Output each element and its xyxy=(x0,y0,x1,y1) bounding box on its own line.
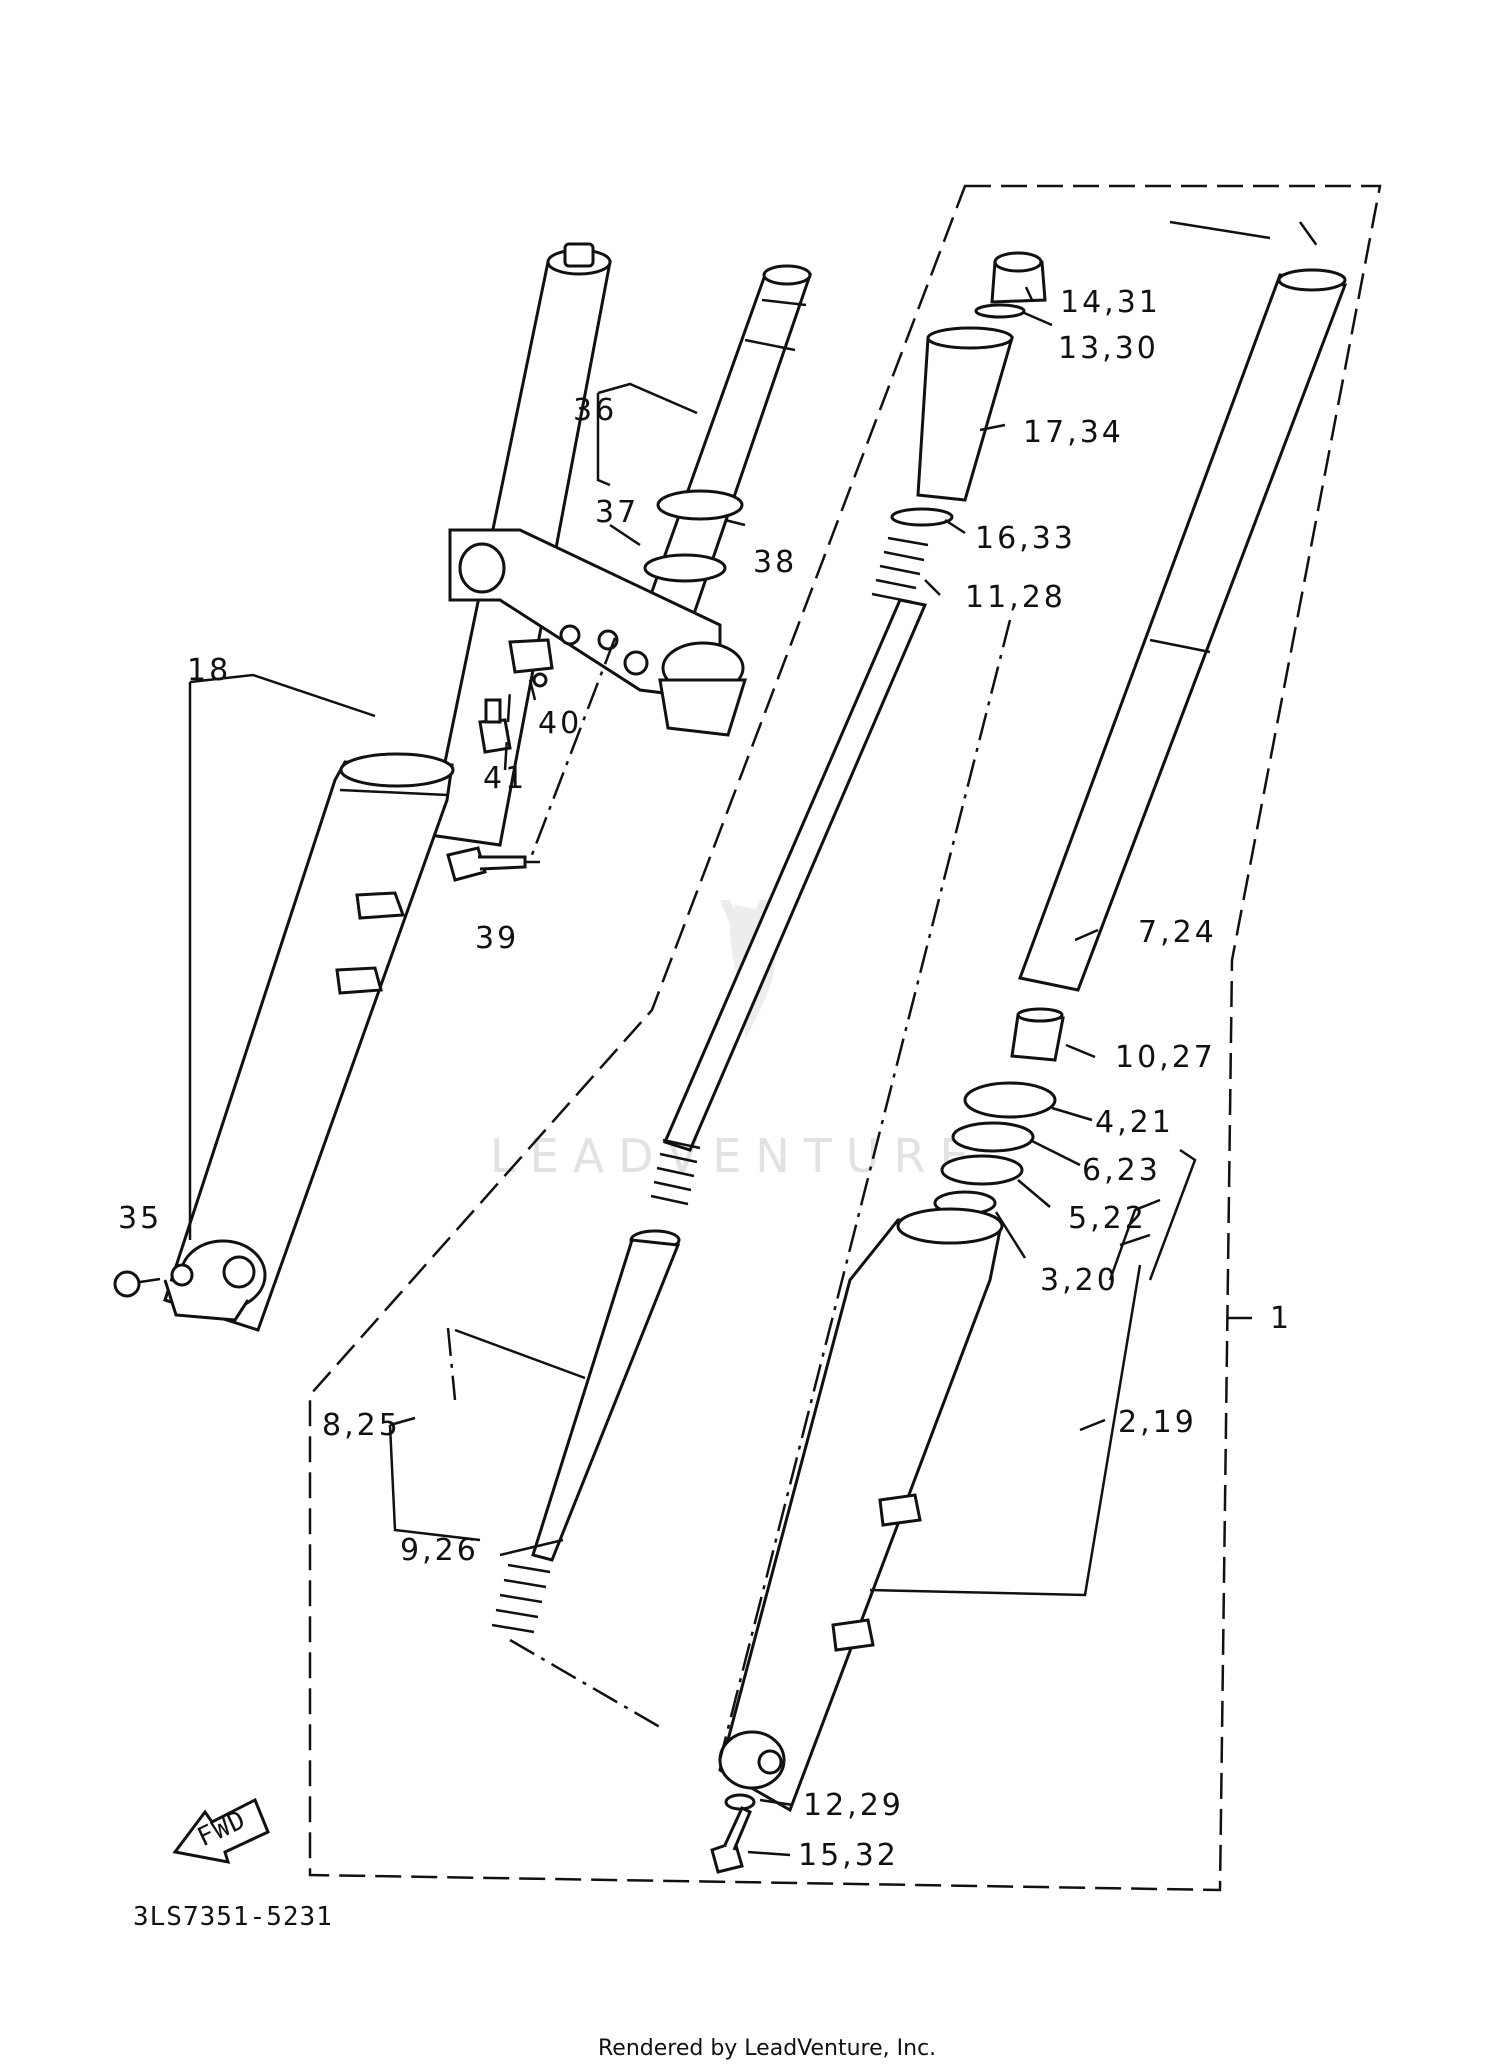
callout-18: 18 xyxy=(187,653,231,688)
callout-15-32: 15,32 xyxy=(798,1838,899,1873)
callout-35: 35 xyxy=(118,1201,162,1236)
callout-2-19: 2,19 xyxy=(1118,1405,1197,1440)
callout-14-31: 14,31 xyxy=(1060,285,1161,320)
callout-41: 41 xyxy=(483,761,527,796)
callout-10-27: 10,27 xyxy=(1115,1040,1216,1075)
callout-4-21: 4,21 xyxy=(1095,1105,1174,1140)
callout-labels: 14,31 13,30 17,34 36 37 38 16,33 11,28 1… xyxy=(118,285,1292,1873)
callout-38: 38 xyxy=(753,545,797,580)
callout-1: 1 xyxy=(1270,1301,1292,1336)
callout-9-26: 9,26 xyxy=(400,1533,479,1568)
callout-17-34: 17,34 xyxy=(1023,415,1124,450)
assembly-boundary xyxy=(308,184,1382,1892)
callout-40: 40 xyxy=(538,706,582,741)
watermark: LEADVENTURE xyxy=(490,900,983,1183)
under-bracket-steering-stem xyxy=(446,264,813,882)
fwd-arrow: FWD xyxy=(172,1797,270,1864)
callout-11-28: 11,28 xyxy=(965,580,1066,615)
callout-16-33: 16,33 xyxy=(975,521,1076,556)
drawing-code: 3LS7351-5231 xyxy=(133,1902,333,1932)
callout-5-22: 5,22 xyxy=(1068,1201,1147,1236)
callout-37: 37 xyxy=(595,495,639,530)
callout-7-24: 7,24 xyxy=(1138,915,1217,950)
footer-credit: Rendered by LeadVenture, Inc. xyxy=(598,2036,936,2061)
leader-lines xyxy=(188,220,1271,1857)
exploded-parts xyxy=(491,251,1348,1874)
callout-6-23: 6,23 xyxy=(1082,1153,1161,1188)
callout-8-25: 8,25 xyxy=(322,1408,401,1443)
callout-12-29: 12,29 xyxy=(803,1788,904,1823)
callout-13-30: 13,30 xyxy=(1058,331,1159,366)
watermark-text: LEADVENTURE xyxy=(490,1129,983,1183)
dash-dot-leaders xyxy=(446,221,1322,1761)
callout-3-20: 3,20 xyxy=(1040,1263,1119,1298)
callout-39: 39 xyxy=(475,921,519,956)
callout-36: 36 xyxy=(573,393,617,428)
